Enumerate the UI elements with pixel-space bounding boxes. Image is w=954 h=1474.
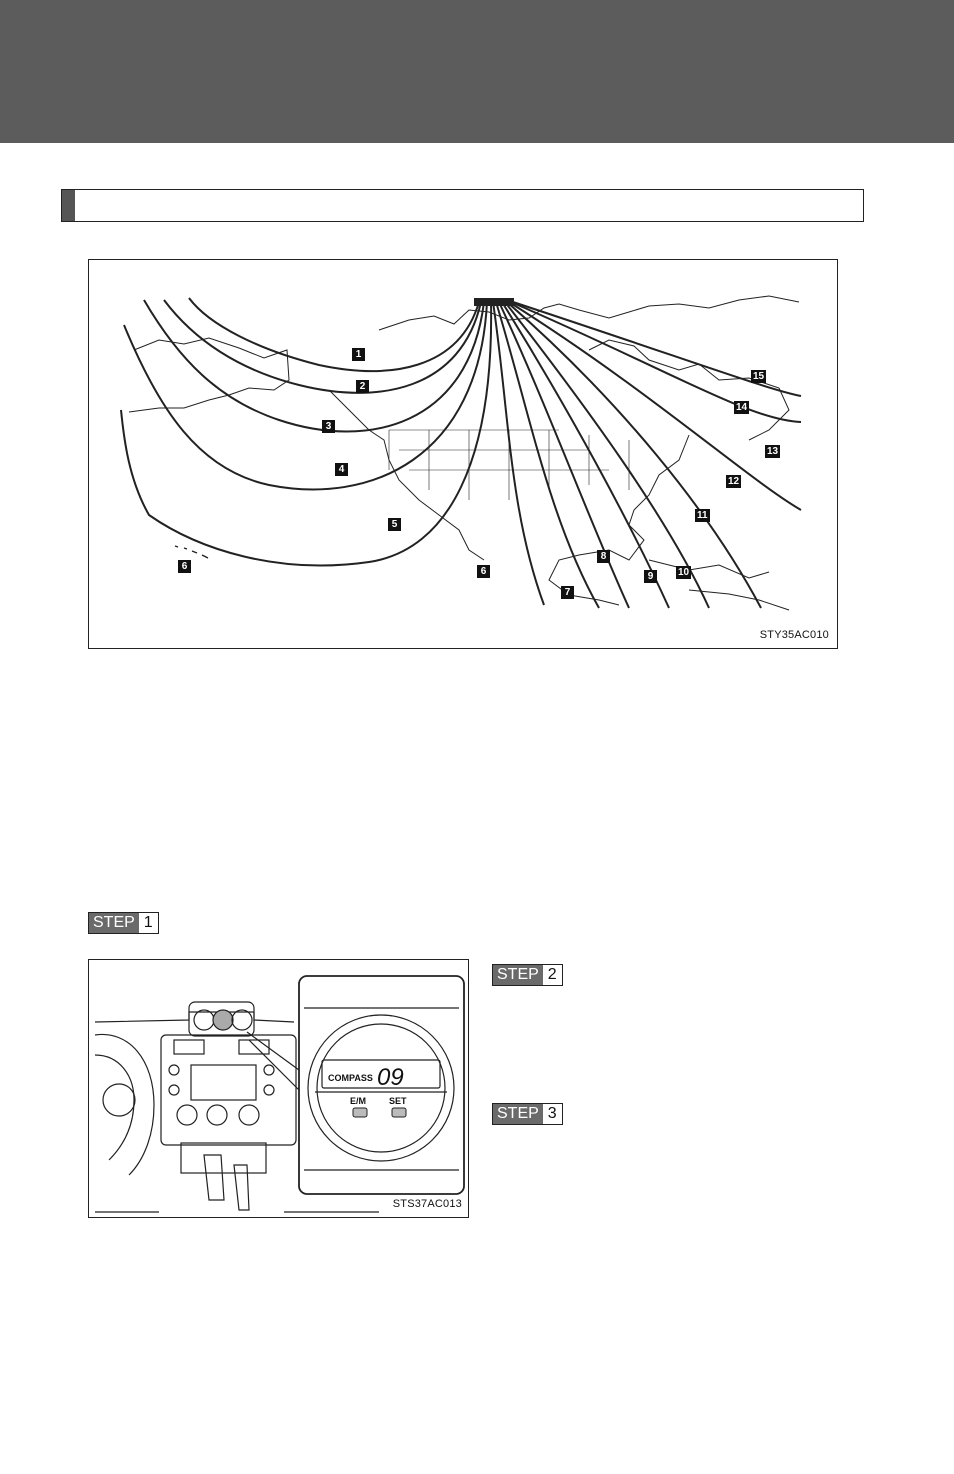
figure-code: STY35AC010 [759, 629, 829, 641]
radio-screen [190, 1064, 257, 1101]
hvac-knob [238, 1104, 260, 1126]
dashboard-drawing: COMPASS 09 E/M SET [94, 975, 465, 1213]
zone-boundary-line [492, 301, 545, 606]
step-number: 2 [542, 965, 562, 985]
gauge [231, 1009, 253, 1031]
console-panel [180, 1142, 267, 1174]
section-heading-accent [62, 190, 75, 221]
coastline-canada-north [378, 295, 800, 331]
compass-zone-map-figure: 1 2 3 4 5 6 6 7 8 9 10 11 12 13 14 15 ST… [88, 259, 838, 649]
step-1-badge: STEP 1 [88, 912, 159, 934]
set-button [391, 1107, 407, 1118]
air-vent [173, 1039, 205, 1055]
pole-convergence-mark [474, 298, 514, 306]
zone-label: 1 [352, 348, 365, 361]
zone-boundary-line [163, 299, 482, 394]
steering-wheel [94, 1033, 155, 1176]
zone-label: 4 [335, 463, 348, 476]
zone-label: 8 [597, 550, 610, 563]
coastline-alaska [128, 337, 290, 413]
zoom-frame-line [304, 1007, 459, 1171]
compass-dashboard-figure: COMPASS 09 E/M SET STS37AC013 [88, 959, 469, 1218]
zone-label: 10 [676, 566, 692, 579]
gauge [212, 1009, 234, 1031]
set-button-label: SET [389, 1096, 407, 1106]
coastline-east-us [548, 434, 690, 606]
gauge [193, 1009, 215, 1031]
coastline-hawaii [174, 545, 209, 559]
small-button [263, 1064, 275, 1076]
small-button [168, 1084, 180, 1096]
step-number: 1 [138, 913, 158, 933]
zone-label: 13 [765, 445, 781, 458]
step-2-badge: STEP 2 [492, 964, 563, 986]
zone-boundary-line [512, 301, 802, 397]
section-heading-bar [61, 189, 864, 222]
zone-map-drawing [120, 295, 802, 611]
zone-label: 11 [695, 509, 710, 522]
center-stack [160, 1034, 297, 1146]
compass-bezel [307, 1014, 455, 1162]
step-number: 3 [542, 1104, 562, 1124]
zone-boundary-line [510, 301, 802, 423]
callout-line [246, 1031, 300, 1091]
page-header-band [0, 0, 954, 143]
zone-boundary-line [508, 301, 802, 511]
em-button [352, 1107, 368, 1118]
small-button [263, 1084, 275, 1096]
zone-boundary-line [501, 301, 670, 609]
coastline-hudson [588, 339, 790, 441]
transfer-lever [233, 1164, 250, 1211]
step-3-badge: STEP 3 [492, 1103, 563, 1125]
zone-label: 14 [734, 401, 750, 414]
air-vent [238, 1039, 270, 1055]
zone-label: 2 [356, 380, 369, 393]
zone-boundary-line [498, 301, 630, 609]
zone-label: 6 [477, 565, 490, 578]
hvac-knob [176, 1104, 198, 1126]
zone-label: 9 [644, 570, 657, 583]
zoom-frame [298, 975, 465, 1195]
steering-hub [102, 1083, 136, 1117]
zone-label: 15 [751, 370, 767, 383]
figure-code: STS37AC013 [392, 1198, 462, 1210]
compass-face [316, 1023, 446, 1153]
em-button-label: E/M [350, 1096, 366, 1106]
zone-boundary-line [506, 301, 762, 609]
shifter [203, 1154, 225, 1201]
zone-label: 3 [322, 420, 335, 433]
zone-label: 6 [178, 560, 191, 573]
step-word: STEP [493, 965, 543, 985]
state-lines [388, 429, 630, 500]
small-button [168, 1064, 180, 1076]
hvac-knob [206, 1104, 228, 1126]
coastline-west-us [328, 389, 485, 561]
compass-value: 09 [377, 1064, 404, 1091]
zone-label: 5 [388, 518, 401, 531]
gauge-pod [188, 1001, 255, 1037]
zone-label: 12 [726, 475, 742, 488]
compass-label: COMPASS [328, 1073, 373, 1083]
zone-boundary-line [120, 301, 493, 567]
zone-boundary-line [188, 297, 480, 373]
compass-display [321, 1059, 441, 1089]
zone-boundary-line [495, 301, 600, 609]
coastline-caribbean [648, 559, 790, 611]
zone-boundary-line [143, 299, 485, 433]
step-word: STEP [89, 913, 139, 933]
step-word: STEP [493, 1104, 543, 1124]
zone-label: 7 [561, 586, 574, 599]
zone-boundary-line [123, 301, 488, 491]
